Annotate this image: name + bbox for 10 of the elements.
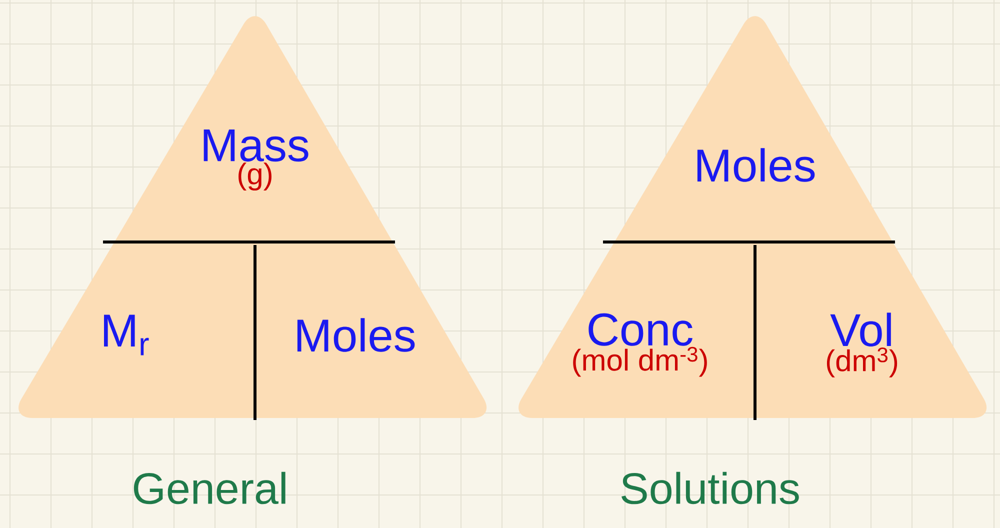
formula-term: Conc (mol dm$^{-3}$) [573,313,707,377]
formula-term: Moles [697,148,815,182]
triangle [18,16,487,420]
node-label: Solutions [622,472,799,504]
node-label: General [134,472,286,504]
formula-term: Mass (g) [204,129,308,191]
formula-term: M$_{r}$ [104,314,149,356]
formula-term: Moles [297,318,415,352]
formula-term: Vol (dm$^{3}$) [826,312,898,378]
triangle [518,16,987,420]
